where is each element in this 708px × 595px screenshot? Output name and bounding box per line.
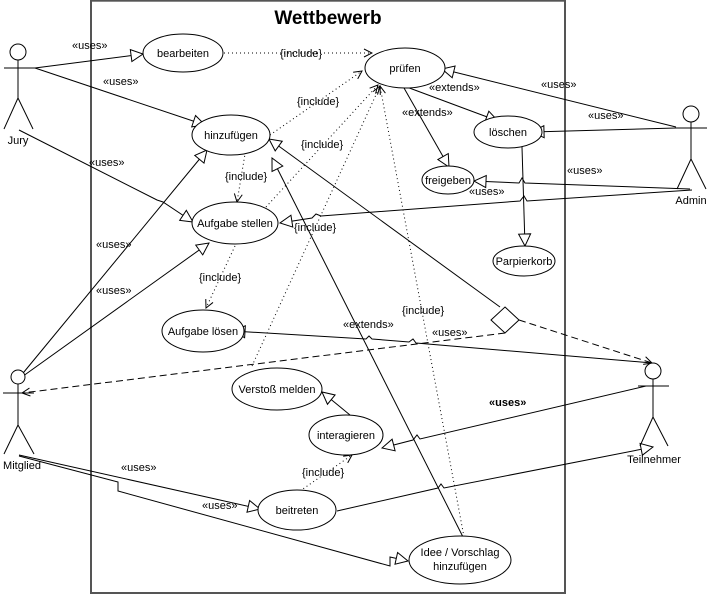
rel-admin-aufgabe: [280, 189, 693, 223]
use-case-label: beitreten: [276, 505, 319, 517]
relation-label: {include}: [294, 222, 337, 234]
use-case-aufgabe-loesen[interactable]: Aufgabe lösen: [161, 309, 245, 353]
use-case-bearbeiten[interactable]: bearbeiten: [142, 33, 224, 73]
actor-head-icon: [682, 105, 700, 123]
relation-label: «uses»: [121, 462, 156, 474]
relation-label: «extends»: [402, 107, 453, 119]
rel-pruefen-freigeben: [403, 87, 449, 167]
actor-admin[interactable]: Admin: [675, 105, 707, 207]
rel-verstoss-pruefen: [251, 86, 380, 367]
relation-label: «uses»: [72, 40, 107, 52]
use-case-label: löschen: [489, 127, 527, 139]
rel-mitglied-beitreten: [18, 454, 260, 509]
use-case-freigeben[interactable]: freigeben: [421, 165, 475, 195]
relation-label: {include}: [297, 96, 340, 108]
use-case-label: interagieren: [317, 430, 375, 442]
relation-label: {include}: [199, 272, 242, 284]
rel-diamond-teilnehmer: [518, 319, 652, 363]
relation-label: «uses»: [469, 186, 504, 198]
use-case-label: bearbeiten: [157, 48, 209, 60]
decision-diamond: [490, 306, 520, 334]
actor-label: Mitglied: [3, 460, 41, 472]
rel-diamond-hinzufuegen: [269, 139, 501, 308]
rel-mitglied-idee: [18, 455, 408, 567]
relation-label: {include}: [301, 139, 344, 151]
relation-label: «uses»: [432, 327, 467, 339]
relation-label: «uses»: [89, 157, 124, 169]
use-case-label: Parpierkorb: [496, 256, 553, 268]
actor-jury[interactable]: Jury: [3, 43, 35, 147]
rel-jury-bearbeiten: [34, 54, 143, 69]
use-case-interagieren[interactable]: interagieren: [308, 414, 384, 456]
rel-jury-aufgabe: [18, 129, 193, 222]
relation-label: «uses»: [96, 285, 131, 297]
rel-admin-freigeben: [474, 178, 691, 190]
rel-hinzufuegen-pruefen: [269, 71, 362, 136]
use-case-hinzufuegen[interactable]: hinzufügen: [191, 114, 271, 156]
rel-teilnehmer-loesen: [233, 331, 653, 364]
relation-label: {include}: [302, 467, 345, 479]
relation-labels: «uses» «uses» «uses» {include} {include}…: [72, 40, 623, 512]
use-case-label: hinzufügen: [204, 130, 258, 142]
rel-loeschen-papierkorb: [522, 146, 525, 246]
actor-head-icon: [10, 369, 26, 385]
rel-diamond-mitglied: [22, 332, 506, 393]
relation-label: «uses»: [588, 110, 623, 122]
rel-jury-hinzufuegen: [34, 67, 205, 125]
relation-label: {include}: [280, 48, 323, 60]
relation-label: «uses»: [202, 500, 237, 512]
use-case-label-line1: Idee / Vorschlag: [421, 547, 500, 559]
rel-idee-hinzufuegen: [272, 158, 464, 538]
system-title: Wettbewerb: [274, 8, 381, 29]
relation-label: «uses»: [541, 79, 576, 91]
actor-label: Teilnehmer: [627, 454, 681, 466]
rel-beitreten-teilnehmer: [336, 447, 653, 512]
relation-label: «uses»: [103, 76, 138, 88]
actor-label: Jury: [8, 135, 29, 147]
rel-mitglied-hinzufuegen: [18, 150, 207, 379]
rel-beitreten-interagieren: [299, 455, 352, 492]
actor-label: Admin: [675, 195, 706, 207]
relation-label: {include}: [402, 305, 445, 317]
use-case-label: Aufgabe stellen: [197, 218, 273, 230]
relation-label: «uses»: [96, 239, 131, 251]
rel-mitglied-aufgabe: [18, 243, 209, 380]
use-case-aufgabe-stellen[interactable]: Aufgabe stellen: [191, 201, 279, 245]
actor-mitglied[interactable]: Mitglied: [3, 369, 41, 472]
use-case-label: prüfen: [389, 63, 420, 75]
actor-head-icon: [9, 43, 27, 61]
rel-admin-loeschen: [532, 128, 677, 132]
use-case-pruefen[interactable]: prüfen: [364, 47, 446, 89]
use-case-label: freigeben: [425, 175, 471, 187]
actor-head-icon: [644, 362, 662, 380]
use-case-idee-vorschlag-hinzufuegen[interactable]: Idee / Vorschlag hinzufügen: [408, 535, 512, 585]
use-case-beitreten[interactable]: beitreten: [257, 489, 337, 531]
relation-label: {include}: [225, 171, 268, 183]
relation-label: «uses»: [489, 397, 526, 409]
actor-teilnehmer[interactable]: Teilnehmer: [627, 362, 681, 466]
rel-pruefen-loeschen: [403, 85, 498, 121]
use-case-label: Aufgabe lösen: [168, 326, 238, 338]
use-case-loeschen[interactable]: löschen: [473, 115, 543, 149]
relations: [18, 53, 693, 567]
rel-interagieren-verstoss: [322, 392, 351, 416]
rel-admin-pruefen: [442, 69, 677, 128]
rel-idee-pruefen: [380, 86, 465, 538]
rel-teilnehmer-interagieren: [382, 385, 647, 448]
use-case-papierkorb[interactable]: Parpierkorb: [492, 245, 556, 277]
use-case-label-line2: hinzufügen: [433, 561, 487, 573]
use-case-verstoss-melden[interactable]: Verstoß melden: [231, 367, 323, 411]
relation-label: «extends»: [343, 319, 394, 331]
relation-label: «uses»: [567, 165, 602, 177]
relation-label: «extends»: [429, 82, 480, 94]
use-case-label: Verstoß melden: [238, 384, 315, 396]
